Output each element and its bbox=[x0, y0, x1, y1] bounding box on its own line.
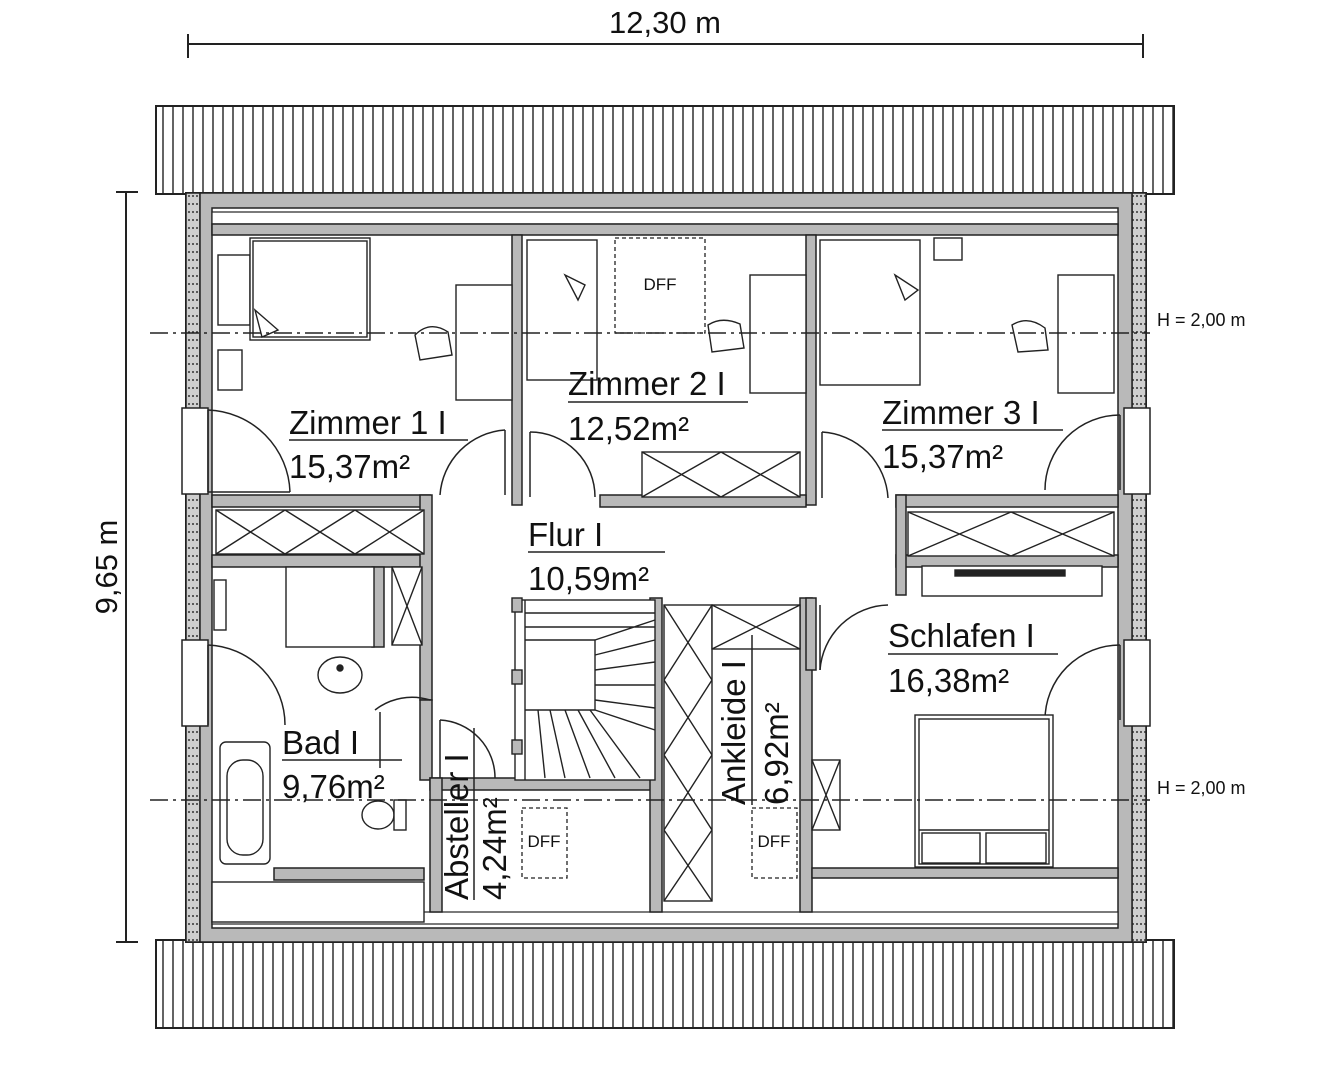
roof-eave-top bbox=[155, 105, 1175, 195]
width-dimension: 12,30 m bbox=[187, 5, 1144, 58]
room-area-schlafen: 16,38m² bbox=[888, 662, 1009, 699]
stair bbox=[511, 597, 656, 781]
skylights bbox=[521, 237, 798, 879]
roof-eave-bottom bbox=[155, 939, 1175, 1029]
room-name-flur: Flur I bbox=[528, 516, 603, 553]
room-name-abstell: Absteller I bbox=[438, 753, 475, 900]
room-area-bad: 9,76m² bbox=[282, 768, 385, 805]
room-area-zimmer3: 15,37m² bbox=[882, 438, 1003, 475]
room-name-zimmer1: Zimmer 1 I bbox=[289, 404, 447, 441]
room-area-abstell: 4,24m² bbox=[476, 797, 513, 900]
doors bbox=[207, 409, 1121, 779]
wardrobes bbox=[215, 451, 1115, 902]
outer-walls bbox=[185, 192, 1147, 943]
width-label: 12,30 m bbox=[609, 5, 721, 40]
skylight-label-abstell: DFF bbox=[527, 832, 560, 851]
room-name-bad: Bad I bbox=[282, 724, 359, 761]
depth-label: 9,65 m bbox=[89, 520, 124, 615]
room-area-flur: 10,59m² bbox=[528, 560, 649, 597]
room-name-zimmer2: Zimmer 2 I bbox=[568, 365, 726, 402]
height-note-upper: H = 2,00 m bbox=[1157, 310, 1246, 330]
skylight-label-zimmer2: DFF bbox=[643, 275, 676, 294]
windows bbox=[181, 407, 1151, 727]
height-lines bbox=[150, 332, 1150, 801]
depth-dimension: 9,65 m bbox=[89, 191, 138, 943]
room-name-zimmer3: Zimmer 3 I bbox=[882, 394, 1040, 431]
height-note-lower: H = 2,00 m bbox=[1157, 778, 1246, 798]
interior-walls bbox=[211, 223, 1119, 913]
room-name-ankleide: Ankleide I bbox=[715, 660, 752, 805]
room-area-ankleide: 6,92m² bbox=[758, 702, 795, 805]
room-area-zimmer1: 15,37m² bbox=[289, 448, 410, 485]
furniture bbox=[211, 237, 1115, 923]
skylight-label-ankleide: DFF bbox=[757, 832, 790, 851]
room-name-schlafen: Schlafen I bbox=[888, 617, 1035, 654]
room-labels: Zimmer 1 I 15,37m² Zimmer 2 I 12,52m² Zi… bbox=[282, 365, 1063, 900]
room-area-zimmer2: 12,52m² bbox=[568, 410, 689, 447]
